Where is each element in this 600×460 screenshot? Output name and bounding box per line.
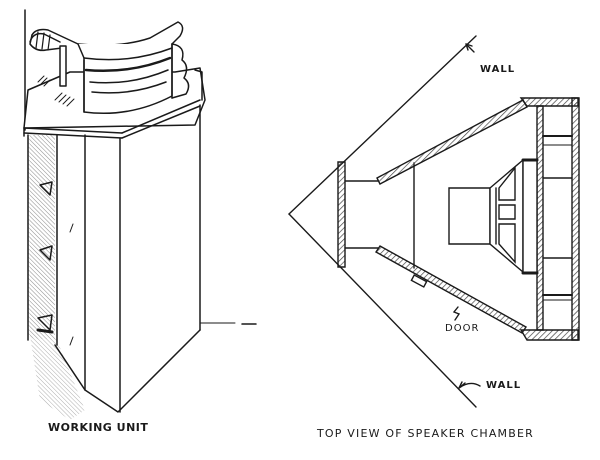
- speaker-chamber-caption: TOP VIEW OF SPEAKER CHAMBER: [317, 427, 534, 440]
- working-unit-drawing: [24, 10, 256, 420]
- wall-line-bottom: [289, 214, 476, 407]
- wall-label-top: WALL: [480, 64, 516, 75]
- wall-line-top: [289, 36, 476, 214]
- wall-label-bottom: WALL: [486, 380, 522, 391]
- speaker-chamber-top-view: [289, 36, 579, 407]
- door-label: DOOR: [445, 323, 480, 334]
- working-unit-caption: WORKING UNIT: [48, 421, 149, 434]
